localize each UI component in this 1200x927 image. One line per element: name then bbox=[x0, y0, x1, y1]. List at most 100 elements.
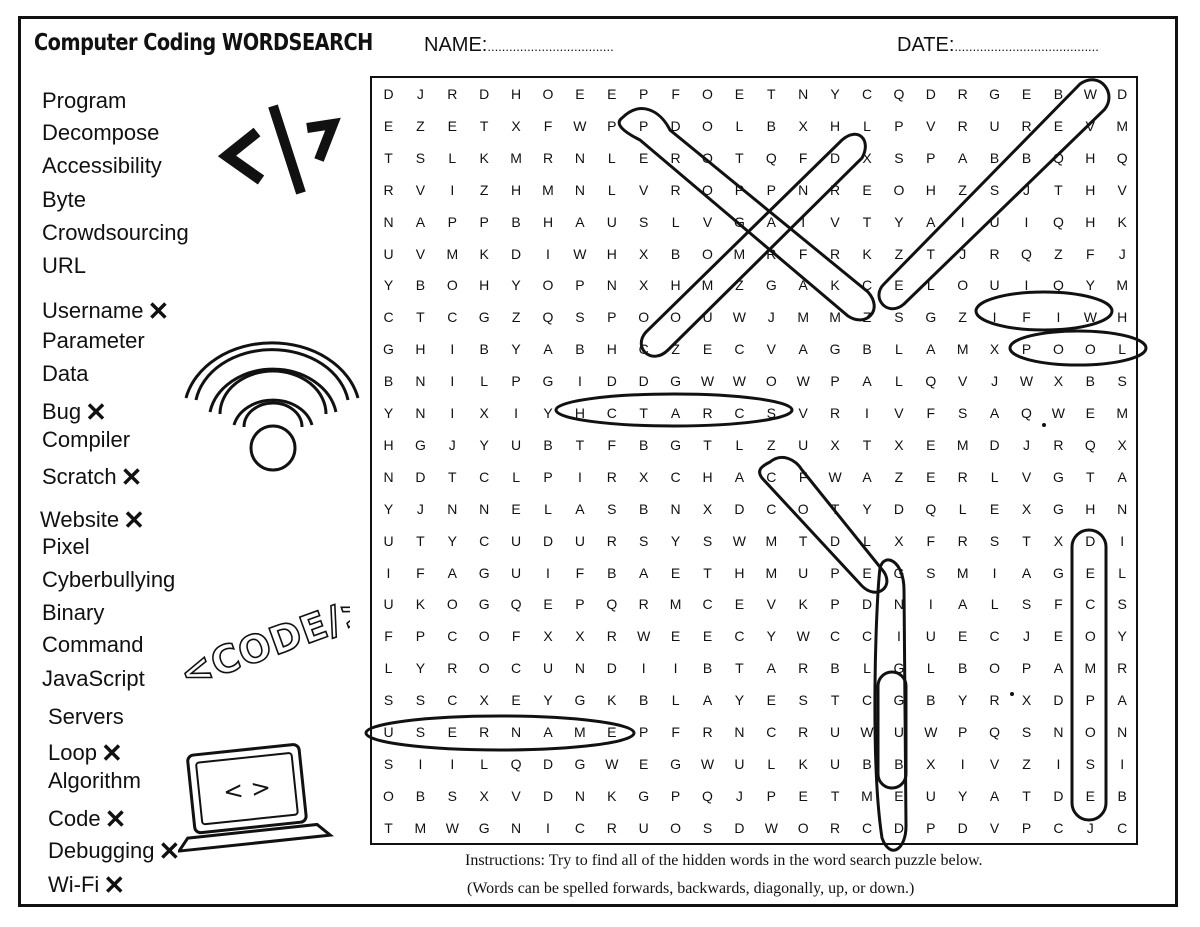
grid-letter[interactable]: S bbox=[798, 692, 808, 709]
grid-letter[interactable]: E bbox=[926, 436, 936, 453]
grid-letter[interactable]: V bbox=[511, 787, 521, 804]
grid-letter[interactable]: J bbox=[735, 787, 743, 804]
grid-letter[interactable]: E bbox=[639, 755, 649, 772]
grid-letter[interactable]: V bbox=[798, 405, 808, 421]
grid-letter[interactable]: T bbox=[703, 436, 712, 453]
grid-letter[interactable]: R bbox=[830, 181, 841, 198]
grid-letter[interactable]: S bbox=[1021, 596, 1032, 613]
grid-letter[interactable]: S bbox=[894, 309, 904, 326]
grid-letter[interactable]: H bbox=[606, 341, 617, 358]
grid-letter[interactable]: L bbox=[894, 341, 903, 358]
grid-letter[interactable]: W bbox=[732, 309, 746, 326]
grid-letter[interactable]: H bbox=[415, 341, 426, 358]
grid-letter[interactable]: B bbox=[1021, 149, 1032, 166]
grid-letter[interactable]: X bbox=[702, 500, 713, 517]
grid-letter[interactable]: I bbox=[450, 755, 455, 772]
grid-letter[interactable]: T bbox=[1022, 532, 1031, 549]
grid-letter[interactable]: Q bbox=[1052, 213, 1064, 230]
grid-letter[interactable]: U bbox=[989, 277, 1000, 294]
grid-letter[interactable]: Q bbox=[765, 149, 777, 166]
grid-letter[interactable]: N bbox=[574, 787, 585, 804]
grid-letter[interactable]: A bbox=[766, 213, 776, 230]
grid-letter[interactable]: J bbox=[991, 373, 999, 390]
grid-letter[interactable]: C bbox=[861, 692, 873, 709]
grid-letter[interactable]: T bbox=[862, 213, 872, 230]
grid-letter[interactable]: J bbox=[416, 86, 424, 102]
grid-letter[interactable]: M bbox=[414, 819, 427, 836]
grid-letter[interactable]: H bbox=[1117, 309, 1128, 326]
grid-letter[interactable]: F bbox=[671, 86, 680, 102]
grid-letter[interactable]: G bbox=[670, 373, 682, 390]
grid-letter[interactable]: L bbox=[863, 532, 871, 549]
grid-letter[interactable]: O bbox=[797, 819, 809, 836]
grid-letter[interactable]: H bbox=[574, 405, 585, 421]
grid-letter[interactable]: M bbox=[669, 596, 682, 613]
grid-letter[interactable]: D bbox=[511, 245, 522, 262]
grid-letter[interactable]: D bbox=[542, 755, 554, 772]
grid-letter[interactable]: E bbox=[511, 692, 521, 709]
grid-letter[interactable]: O bbox=[542, 86, 554, 102]
grid-letter[interactable]: R bbox=[798, 724, 809, 740]
grid-letter[interactable]: R bbox=[606, 532, 617, 549]
grid-letter[interactable]: G bbox=[670, 755, 682, 772]
grid-letter[interactable]: I bbox=[992, 309, 997, 326]
grid-letter[interactable]: C bbox=[606, 405, 617, 421]
grid-letter[interactable]: Y bbox=[670, 532, 681, 549]
grid-letter[interactable]: C bbox=[638, 341, 649, 358]
grid-letter[interactable]: L bbox=[894, 373, 903, 390]
grid-letter[interactable]: D bbox=[542, 532, 554, 549]
grid-letter[interactable]: A bbox=[639, 564, 649, 581]
grid-letter[interactable]: B bbox=[415, 277, 426, 294]
grid-letter[interactable]: R bbox=[830, 245, 841, 262]
grid-letter[interactable]: I bbox=[577, 468, 582, 485]
date-field[interactable]: DATE:...................................… bbox=[897, 34, 1099, 57]
grid-letter[interactable]: I bbox=[992, 564, 997, 581]
grid-letter[interactable]: E bbox=[766, 692, 776, 709]
grid-letter[interactable]: E bbox=[543, 596, 553, 613]
grid-letter[interactable]: Z bbox=[894, 245, 904, 262]
grid-letter[interactable]: C bbox=[766, 724, 777, 740]
grid-letter[interactable]: G bbox=[478, 564, 490, 581]
grid-letter[interactable]: N bbox=[1117, 724, 1128, 740]
grid-letter[interactable]: F bbox=[926, 405, 936, 421]
grid-letter[interactable]: G bbox=[638, 787, 650, 804]
grid-letter[interactable]: B bbox=[607, 564, 617, 581]
grid-letter[interactable]: U bbox=[606, 213, 617, 230]
grid-letter[interactable]: U bbox=[925, 628, 936, 645]
grid-letter[interactable]: Z bbox=[1022, 755, 1031, 772]
grid-letter[interactable]: V bbox=[926, 117, 936, 134]
grid-letter[interactable]: L bbox=[1118, 564, 1127, 581]
grid-letter[interactable]: P bbox=[575, 277, 585, 294]
grid-letter[interactable]: U bbox=[511, 532, 522, 549]
grid-letter[interactable]: M bbox=[446, 245, 459, 262]
grid-letter[interactable]: C bbox=[574, 819, 585, 836]
grid-letter[interactable]: S bbox=[702, 819, 713, 836]
grid-letter[interactable]: L bbox=[735, 436, 744, 453]
grid-letter[interactable]: R bbox=[447, 86, 458, 102]
grid-letter[interactable]: G bbox=[670, 436, 682, 453]
grid-letter[interactable]: Q bbox=[925, 500, 937, 517]
grid-letter[interactable]: V bbox=[830, 213, 840, 230]
grid-letter[interactable]: E bbox=[989, 500, 1000, 517]
grid-letter[interactable]: R bbox=[1021, 117, 1032, 134]
grid-letter[interactable]: U bbox=[383, 532, 394, 549]
grid-letter[interactable]: X bbox=[862, 149, 872, 166]
grid-letter[interactable]: E bbox=[926, 468, 936, 485]
grid-letter[interactable]: O bbox=[702, 86, 713, 102]
grid-letter[interactable]: S bbox=[639, 532, 649, 549]
grid-letter[interactable]: T bbox=[575, 436, 585, 453]
grid-letter[interactable]: T bbox=[830, 500, 840, 517]
grid-letter[interactable]: X bbox=[1053, 532, 1064, 549]
grid-letter[interactable]: O bbox=[1084, 628, 1096, 645]
grid-letter[interactable]: C bbox=[479, 532, 490, 549]
grid-letter[interactable]: A bbox=[926, 213, 936, 230]
name-field[interactable]: NAME:................................... bbox=[424, 34, 614, 57]
grid-letter[interactable]: I bbox=[1056, 309, 1061, 326]
grid-letter[interactable]: E bbox=[383, 117, 394, 134]
grid-letter[interactable]: E bbox=[894, 277, 904, 294]
grid-letter[interactable]: S bbox=[383, 755, 394, 772]
grid-letter[interactable]: I bbox=[1056, 755, 1061, 772]
grid-letter[interactable]: I bbox=[546, 564, 550, 581]
grid-letter[interactable]: S bbox=[989, 181, 1000, 198]
grid-letter[interactable]: D bbox=[925, 86, 936, 102]
